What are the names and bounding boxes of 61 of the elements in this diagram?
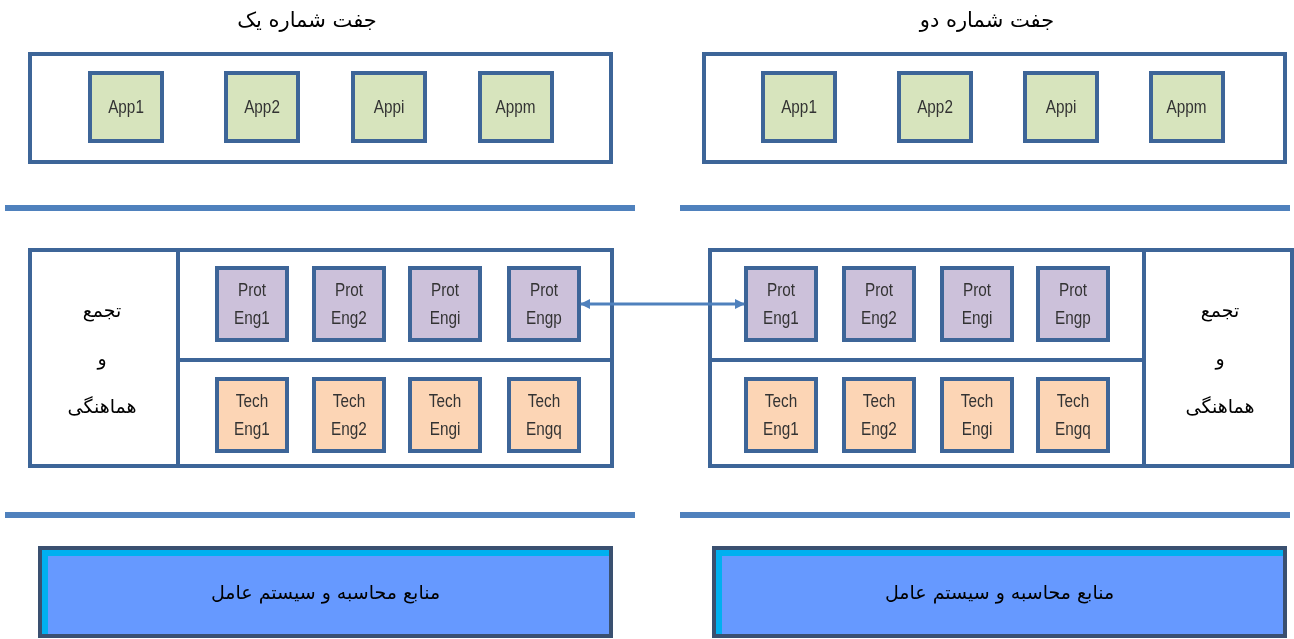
protocol-engine-box	[215, 266, 289, 342]
app-box	[1023, 71, 1099, 143]
box-label: App1	[108, 96, 144, 119]
technology-engine-box	[507, 377, 581, 453]
technology-engine-box	[744, 377, 818, 453]
protocol-engine-box	[507, 266, 581, 342]
resource-bar	[38, 546, 613, 638]
layer-box	[708, 248, 1294, 468]
double-arrow	[580, 299, 745, 309]
box-label: App1	[781, 96, 817, 119]
resource-bar	[712, 546, 1287, 638]
box-label: Appi	[1045, 96, 1077, 119]
app-box	[351, 71, 427, 143]
pair-title: جفت شماره دو	[918, 8, 1056, 32]
box-label: Tech Eng2	[330, 390, 368, 441]
app-box	[761, 71, 837, 143]
box-label: Tech Engi	[959, 390, 995, 441]
protocol-engine-box	[312, 266, 386, 342]
protocol-engine-box	[1036, 266, 1110, 342]
box-label: Prot Engp	[1054, 279, 1092, 330]
box-label: Prot Engi	[428, 279, 462, 330]
app-box	[88, 71, 164, 143]
box-label: Appm	[1167, 96, 1207, 119]
technology-engine-box	[408, 377, 482, 453]
box-label: App2	[244, 96, 280, 119]
technology-engine-box	[1036, 377, 1110, 453]
box-label: Tech Engi	[427, 390, 463, 441]
pair-title: جفت شماره یک	[236, 8, 378, 32]
coordination-label: تجمع و هماهنگی	[1184, 298, 1256, 419]
box-label: Tech Eng1	[233, 390, 271, 441]
resource-label: منابع محاسبه و سیستم عامل	[884, 581, 1115, 603]
box-label: Prot Eng2	[330, 279, 368, 330]
technology-engine-box	[215, 377, 289, 453]
app-box	[897, 71, 973, 143]
box-label: App2	[917, 96, 953, 119]
app-box	[1149, 71, 1225, 143]
box-label: Tech Engq	[525, 390, 563, 441]
box-label: Appm	[496, 96, 536, 119]
protocol-engine-box	[408, 266, 482, 342]
protocol-engine-box	[744, 266, 818, 342]
protocol-engine-box	[940, 266, 1014, 342]
technology-engine-box	[940, 377, 1014, 453]
box-label: Tech Eng1	[762, 390, 800, 441]
box-label: Prot Engp	[525, 279, 563, 330]
technology-engine-box	[842, 377, 916, 453]
app-box	[478, 71, 554, 143]
layer-box	[28, 52, 613, 164]
technology-engine-box	[312, 377, 386, 453]
box-label: Appi	[373, 96, 405, 119]
layer-box	[28, 248, 614, 468]
protocol-engine-box	[842, 266, 916, 342]
resource-label: منابع محاسبه و سیستم عامل	[210, 581, 441, 603]
box-label: Prot Engi	[960, 279, 994, 330]
layer-box	[702, 52, 1287, 164]
coordination-label: تجمع و هماهنگی	[66, 298, 138, 419]
app-box	[224, 71, 300, 143]
box-label: Prot Eng1	[762, 279, 800, 330]
box-label: Prot Eng1	[233, 279, 271, 330]
box-label: Prot Eng2	[860, 279, 898, 330]
box-label: Tech Eng2	[860, 390, 898, 441]
box-label: Tech Engq	[1054, 390, 1092, 441]
